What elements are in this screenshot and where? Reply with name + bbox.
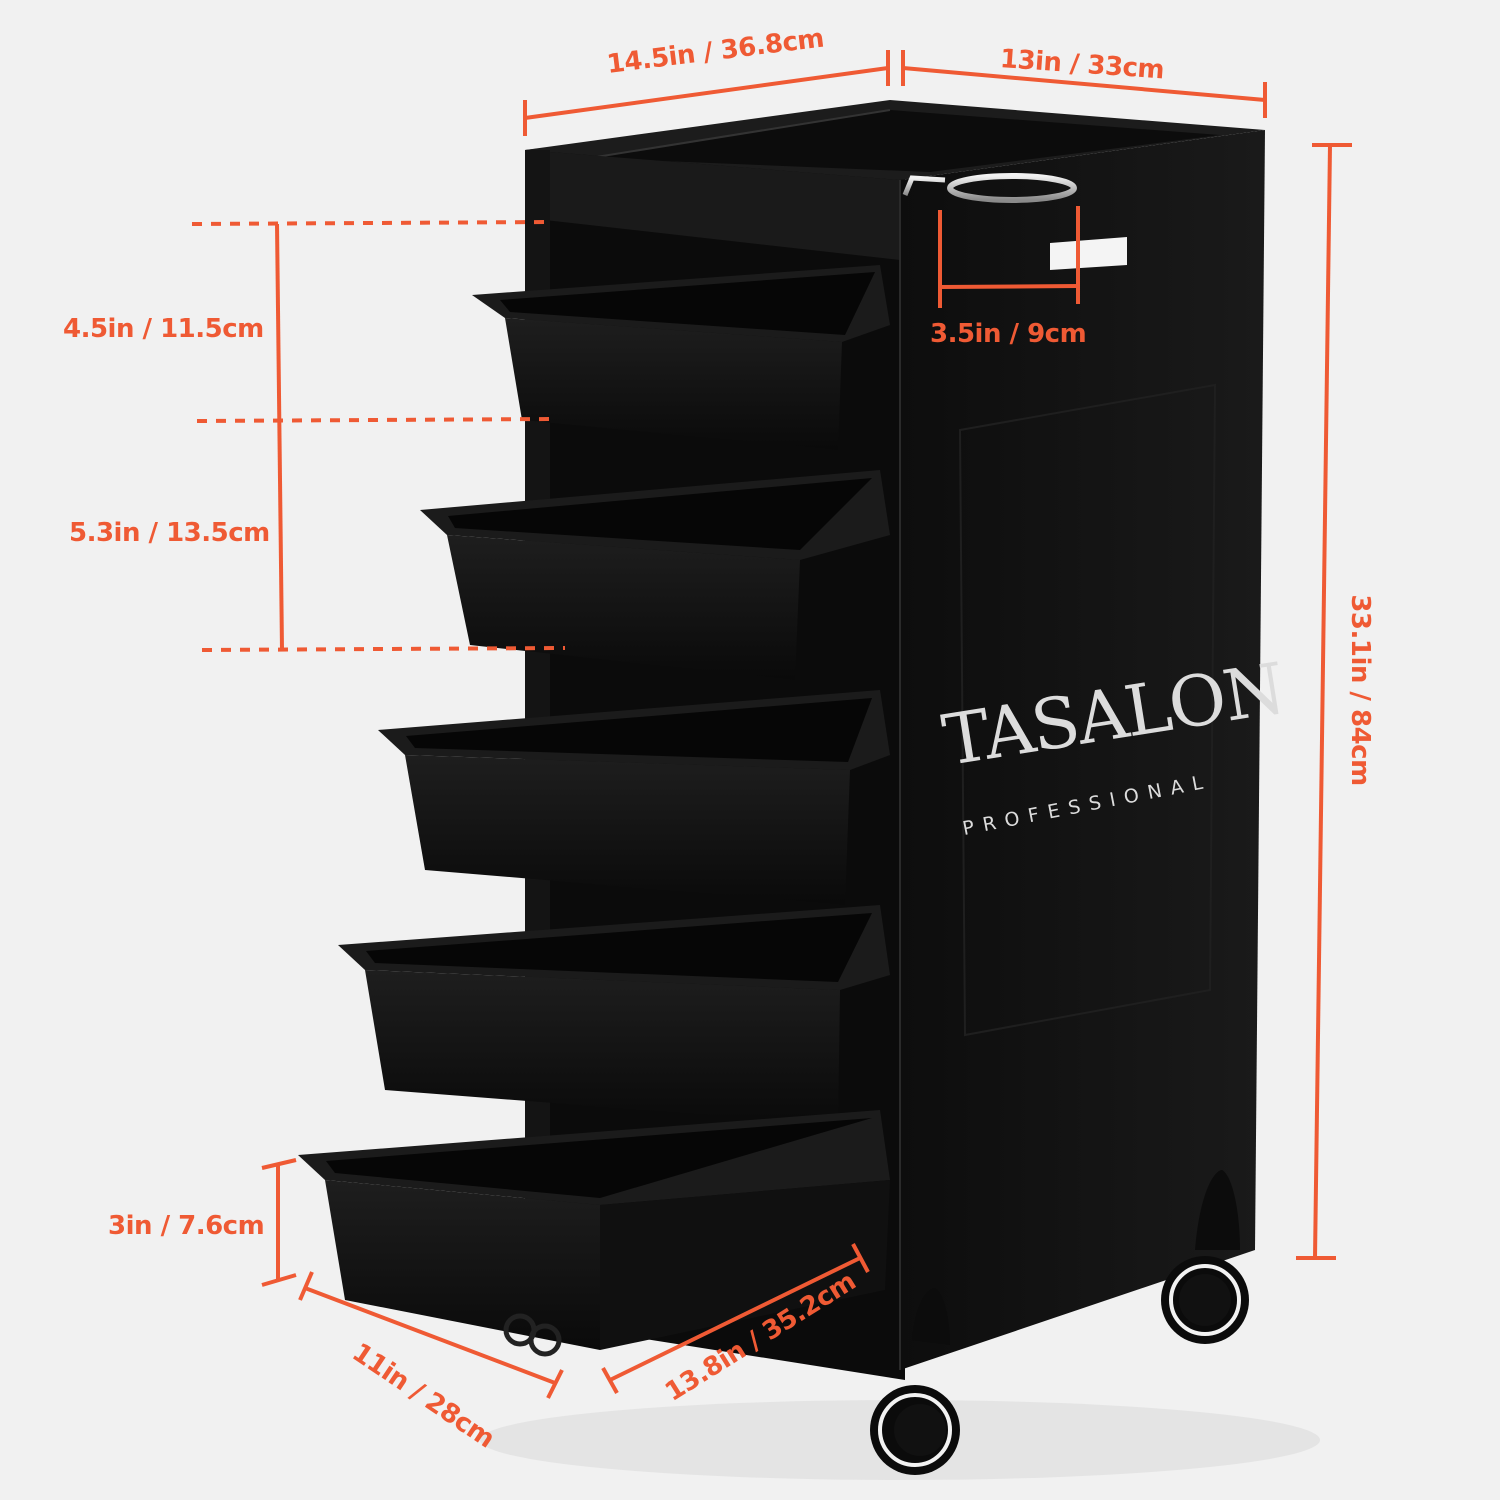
drawer-spacing-label: 5.3in / 13.5cm — [69, 518, 270, 548]
caster-wheels — [503, 1170, 1249, 1475]
drawer-3 — [378, 690, 890, 905]
dryer-holder-label: 3.5in / 9cm — [930, 319, 1087, 349]
drawer-4 — [338, 905, 890, 1125]
dashed-guides — [191, 220, 566, 652]
hair-dryer-holder — [902, 173, 1077, 203]
drawer-height-label: 3in / 7.6cm — [108, 1211, 265, 1241]
dimension-lines — [261, 50, 1352, 1399]
drawer-1 — [472, 265, 890, 450]
drawer-5 — [298, 1110, 890, 1350]
drawer-2 — [420, 470, 890, 680]
top-drawer-spacing-label: 4.5in / 11.5cm — [63, 314, 264, 344]
total-height-label: 33.1in / 84cm — [1345, 594, 1375, 786]
